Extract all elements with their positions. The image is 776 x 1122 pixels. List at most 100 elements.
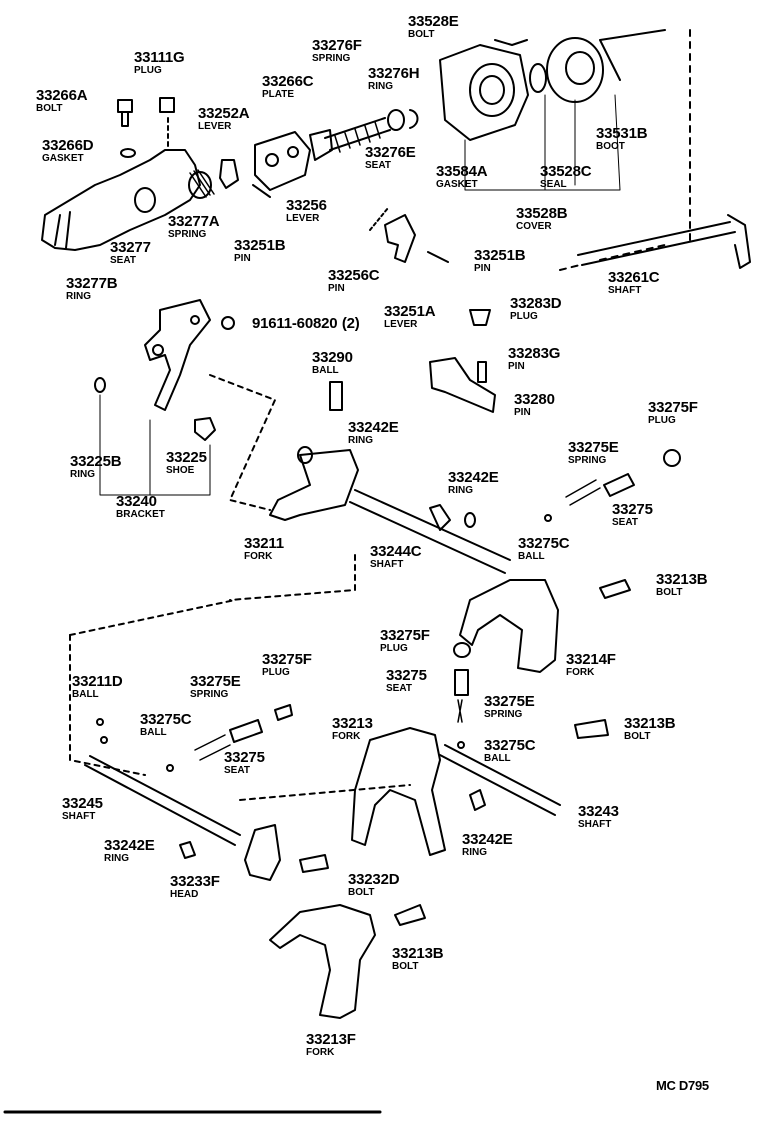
part-number: 33245 bbox=[62, 795, 103, 812]
part-number: 33213B bbox=[656, 571, 708, 588]
part-name: LEVER bbox=[198, 121, 232, 132]
part-name: PLUG bbox=[134, 65, 162, 76]
part-number: 33275F bbox=[648, 399, 698, 416]
part-name: FORK bbox=[306, 1047, 335, 1058]
part-name: BALL bbox=[518, 551, 545, 562]
part-number: 33256 bbox=[286, 197, 327, 214]
part-name: COVER bbox=[516, 221, 552, 232]
part-number: 33275E bbox=[484, 693, 535, 710]
part-name: SPRING bbox=[312, 53, 351, 64]
part-name: FORK bbox=[244, 551, 273, 562]
part-name: RING bbox=[104, 853, 129, 864]
part-name: PIN bbox=[474, 263, 491, 274]
part-number: 33584A bbox=[436, 163, 488, 180]
part-name: BALL bbox=[140, 727, 167, 738]
part-name: RING bbox=[368, 81, 393, 92]
part-number: 33275F bbox=[380, 627, 430, 644]
part-name: BRACKET bbox=[116, 509, 165, 520]
part-number: 33251B bbox=[234, 237, 286, 254]
part-number: 33276H bbox=[368, 65, 420, 82]
part-name: BOLT bbox=[624, 731, 651, 742]
part-name: RING bbox=[462, 847, 487, 858]
part-number: 33276E bbox=[365, 144, 416, 161]
part-number: 33266C bbox=[262, 73, 314, 90]
part-name: SEAT bbox=[386, 683, 412, 694]
part-name: SEAT bbox=[110, 255, 136, 266]
part-number: 33275 bbox=[612, 501, 653, 518]
part-number: 33275C bbox=[140, 711, 192, 728]
part-number: 33275E bbox=[568, 439, 619, 456]
part-number: 33252A bbox=[198, 105, 250, 122]
part-number: 33261C bbox=[608, 269, 660, 286]
part-number: 33214F bbox=[566, 651, 616, 668]
part-number: 33251A bbox=[384, 303, 436, 320]
part-name: SPRING bbox=[168, 229, 207, 240]
part-number: 33277A bbox=[168, 213, 220, 230]
part-name: BALL bbox=[484, 753, 511, 764]
part-name: RING bbox=[448, 485, 473, 496]
part-name: HEAD bbox=[170, 889, 199, 900]
part-number: 33232D bbox=[348, 871, 400, 888]
part-name: SHAFT bbox=[62, 811, 96, 822]
part-name: SHAFT bbox=[370, 559, 404, 570]
housing-body bbox=[41, 149, 201, 251]
part-number: 33277B bbox=[66, 275, 118, 292]
part-number: 33213B bbox=[392, 945, 444, 962]
part-number: 33211 bbox=[244, 535, 284, 552]
part-number: 33242E bbox=[104, 837, 155, 854]
part-number: 33244C bbox=[370, 543, 422, 560]
part-number: 33528C bbox=[540, 163, 592, 180]
part-name: RING bbox=[70, 469, 95, 480]
part-name: PIN bbox=[328, 283, 345, 294]
part-number: 33213F bbox=[306, 1031, 356, 1048]
part-number: 33240 bbox=[116, 493, 157, 510]
part-name: SPRING bbox=[568, 455, 607, 466]
part-number: 33283D bbox=[510, 295, 562, 312]
part-number: 33276F bbox=[312, 37, 362, 54]
part-number: 33277 bbox=[110, 239, 151, 256]
part-name: BALL bbox=[72, 689, 99, 700]
part-name: PLUG bbox=[510, 311, 538, 322]
standard-part-number: 91611-60820 bbox=[252, 315, 338, 332]
part-name: PLATE bbox=[262, 89, 295, 100]
part-name: BOLT bbox=[656, 587, 683, 598]
part-name: BOOT bbox=[596, 141, 625, 152]
part-number: 33242E bbox=[348, 419, 399, 436]
part-name: SPRING bbox=[484, 709, 523, 720]
part-number: 33213B bbox=[624, 715, 676, 732]
part-name: FORK bbox=[566, 667, 595, 678]
